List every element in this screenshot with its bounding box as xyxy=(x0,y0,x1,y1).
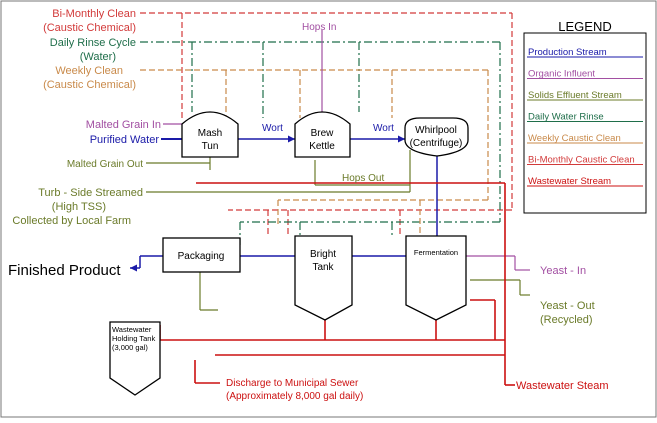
holding-tank-label: (3,000 gal) xyxy=(112,343,148,352)
wastewater-steam-label: Wastewater Steam xyxy=(516,380,609,392)
brew-kettle-label: Kettle xyxy=(309,141,335,152)
legend-item-label: Solids Effluent Stream xyxy=(528,90,622,101)
turb-label: (High TSS) xyxy=(52,201,106,213)
mash-tun: Mash Tun xyxy=(181,111,239,158)
weekly-clean-label: Weekly Clean xyxy=(55,65,123,77)
purified-water-label: Purified Water xyxy=(90,134,160,146)
discharge-label: Discharge to Municipal Sewer xyxy=(226,378,359,389)
arrow-icon xyxy=(130,264,137,272)
brew-kettle-label: Brew xyxy=(311,128,335,139)
bright-tank-label: Tank xyxy=(312,262,334,273)
mash-tun-label: Mash xyxy=(198,128,222,139)
wort-label: Wort xyxy=(373,123,394,134)
bright-tank: Bright Tank xyxy=(294,235,353,321)
weekly-clean-lines xyxy=(140,69,489,235)
bimonthly-clean-label: Bi-Monthly Clean xyxy=(52,8,136,20)
yeast-in-label: Yeast - In xyxy=(540,265,586,277)
malted-grain-in-label: Malted Grain In xyxy=(86,119,161,131)
legend-item-label: Weekly Caustic Clean xyxy=(528,133,621,144)
finished-product-label: Finished Product xyxy=(8,262,121,279)
holding-tank-label: Holding Tank xyxy=(112,334,155,343)
bimonthly-clean-label: (Caustic Chemical) xyxy=(43,22,136,34)
legend-item-label: Daily Water Rinse xyxy=(528,112,604,123)
legend-item-label: Wastewater Stream xyxy=(528,176,611,187)
legend-item-label: Bi-Monthly Caustic Clean xyxy=(528,155,635,166)
legend-title: LEGEND xyxy=(558,19,611,34)
solids-effluent-lines xyxy=(146,150,530,311)
turb-label: Collected by Local Farm xyxy=(12,215,131,227)
malted-grain-out-label: Malted Grain Out xyxy=(67,159,143,170)
mash-tun-label: Tun xyxy=(202,141,219,152)
wort-label: Wort xyxy=(262,123,283,134)
wastewater-lines xyxy=(159,182,515,386)
legend-item-label: Organic Influent xyxy=(528,69,595,80)
hops-in-label: Hops In xyxy=(302,22,336,33)
whirlpool-label: (Centrifuge) xyxy=(410,138,463,149)
wastewater-holding-tank: Wastewater Holding Tank (3,000 gal) xyxy=(109,321,161,396)
whirlpool-label: Whirlpool xyxy=(415,125,457,136)
daily-rinse-label: (Water) xyxy=(80,51,116,63)
packaging-label: Packaging xyxy=(178,251,225,262)
arrow-icon xyxy=(288,135,295,143)
bright-tank-label: Bright xyxy=(310,249,336,260)
brew-kettle: Brew Kettle xyxy=(294,111,351,158)
fermentation-tank: Fermentation xyxy=(405,235,467,321)
daily-rinse-lines xyxy=(140,41,501,245)
turb-label: Turb - Side Streamed xyxy=(38,187,143,199)
arrow-icon xyxy=(398,135,405,143)
daily-rinse-label: Daily Rinse Cycle xyxy=(50,37,136,49)
yeast-out-label: Yeast - Out xyxy=(540,300,595,312)
hops-out-label: Hops Out xyxy=(342,173,384,184)
holding-tank-label: Wastewater xyxy=(112,325,152,334)
yeast-out-label: (Recycled) xyxy=(540,314,593,326)
discharge-label: (Approximately 8,000 gal daily) xyxy=(226,391,363,402)
fermentation-label: Fermentation xyxy=(414,248,458,257)
legend-item-label: Production Stream xyxy=(528,47,607,58)
weekly-clean-label: (Caustic Chemical) xyxy=(43,79,136,91)
packaging-unit: Packaging xyxy=(162,237,241,273)
whirlpool: Whirlpool (Centrifuge) xyxy=(404,117,469,157)
